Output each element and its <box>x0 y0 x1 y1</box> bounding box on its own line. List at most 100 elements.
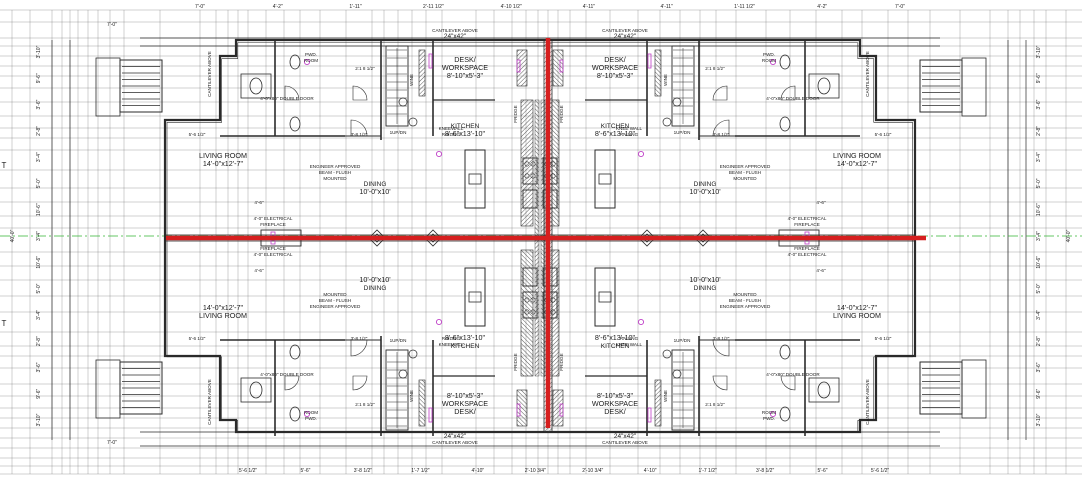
note-railing-2: RAILING <box>442 132 461 137</box>
kitchen-island <box>464 149 486 209</box>
right-dim: 10'-6" <box>1036 256 1042 269</box>
dim-stair-hall: 2:1 8 1/2" <box>355 402 375 407</box>
note-railing-2: RAILING <box>620 132 639 137</box>
room-label-desk-title: DESK/ <box>454 407 476 416</box>
dim-living-side: 4'-6" <box>816 200 826 205</box>
porch-stair-bottom-left <box>119 361 163 415</box>
top-dim: 7'-0" <box>895 4 905 10</box>
dim-living-side: 4'-6" <box>816 268 826 273</box>
room-label-powder-2: ROOM <box>304 58 318 63</box>
equipment-circle <box>408 117 418 127</box>
desk-wall <box>516 49 528 87</box>
burner <box>524 309 530 315</box>
fixture-accent <box>435 150 443 158</box>
label-wine: WINE <box>409 74 414 86</box>
note-fireplace-1: 4'-0" ELECTRICAL <box>254 252 293 257</box>
left-dim: 5'-0" <box>36 178 42 188</box>
stair-well <box>385 45 409 127</box>
room-label-living-title: LIVING ROOM <box>833 311 881 320</box>
note-beam-2: BEAM - FLUSH <box>319 170 351 175</box>
room-label-living-size: 14'-0"x12'-7" <box>837 303 878 312</box>
note-beam-3: MOUNTED <box>323 292 347 297</box>
room-label-desk-size: 8'-10"x5'-3" <box>447 391 484 400</box>
top-dim: 4'-2" <box>817 4 827 10</box>
note-railing-1: KNEE WALL <box>616 342 643 347</box>
burner <box>550 309 556 315</box>
dim-hall: 3'-8 1/2" <box>713 336 730 341</box>
right-dim: 3'-4" <box>1036 310 1042 320</box>
toilet <box>289 406 301 422</box>
room-label-dining-title: DINING <box>694 285 717 292</box>
bottom-dim: 1'-7 1/2" <box>698 468 717 474</box>
right-dim: 3'-6" <box>1036 362 1042 372</box>
left-dim: 2'-8" <box>36 126 42 136</box>
note-fireplace-2: FIREPLACE <box>794 222 820 227</box>
note-cantilever-top: CANTILEVER ABOVE <box>432 440 478 445</box>
door-swing <box>712 375 728 391</box>
label-wine: WINE <box>663 74 668 86</box>
door-swing <box>712 339 730 357</box>
left-dim: 5'-0" <box>36 283 42 293</box>
edge-letter: T <box>2 319 7 328</box>
kitchen-partition <box>520 99 534 227</box>
room-label-kitchen-size: 8'-6"x13'-10" <box>595 129 636 138</box>
unit-labels-bottom-left: DESK/WORKSPACE8'-10"x5'-3"KITCHEN8'-6"x1… <box>189 246 518 445</box>
exterior-wall <box>163 38 917 434</box>
dim-stair-hall: 2:1 8 1/2" <box>705 66 725 71</box>
door-swing <box>352 85 368 101</box>
note-railing-1: KNEE WALL <box>616 126 643 131</box>
room-label-powder-1: PWD. <box>305 52 317 57</box>
right-dim: 10'-6" <box>1036 203 1042 216</box>
door-swing <box>712 85 728 101</box>
window-marker <box>647 53 652 69</box>
room-label-desk-title: DESK/ <box>454 55 476 64</box>
note-railing-1: KNEEWALL <box>439 342 464 347</box>
note-fireplace-1: 4'-0" ELECTRICAL <box>788 252 827 257</box>
porch-landing <box>961 57 987 117</box>
note-beam-3: MOUNTED <box>733 176 757 181</box>
burner <box>524 173 530 179</box>
window-marker <box>516 59 521 73</box>
fixture-accent <box>303 410 311 418</box>
room-label-kitchen-title: KITCHEN <box>601 343 630 350</box>
left-dim: 9'-6" <box>36 389 42 399</box>
stair-well <box>671 349 695 431</box>
stair-well <box>671 45 695 127</box>
bottom-dim: 5'-6" <box>300 468 310 474</box>
note-beam-1: ENGINEER APPROVED <box>310 304 361 309</box>
left-dim: 2'-8" <box>36 336 42 346</box>
label-wine: WINE <box>409 390 414 402</box>
room-label-kitchen-title: KITCHEN <box>451 123 480 130</box>
door-swing <box>712 119 730 137</box>
bottom-dim: 2'-10 3/4" <box>525 468 546 474</box>
door-swing <box>352 375 368 391</box>
left-dim: 10'-6" <box>36 256 42 269</box>
kneewall <box>654 49 662 97</box>
kneewall <box>418 49 426 97</box>
window-marker <box>428 53 433 69</box>
right-dim: 9'-6" <box>1036 389 1042 399</box>
porch-landing <box>95 57 121 117</box>
toilet <box>779 116 791 132</box>
fixture-accent <box>637 318 645 326</box>
overall-depth-left: 40'-0" <box>10 229 16 242</box>
unit-labels-top-left: DESK/WORKSPACE8'-10"x5'-3"KITCHEN8'-6"x1… <box>189 28 518 227</box>
vanity <box>808 377 840 403</box>
bottom-dim: 4'-10" <box>644 468 657 474</box>
porch-landing <box>961 359 987 419</box>
room-label-desk-title2: WORKSPACE <box>442 63 488 72</box>
porch-width-bottom: 7'-0" <box>107 440 117 446</box>
equipment-circle <box>662 117 672 127</box>
note-fireplace-2: FIREPLACE <box>260 246 286 251</box>
burner <box>550 297 556 303</box>
top-dim: 4'-11" <box>660 4 673 10</box>
equipment-circle <box>408 349 418 359</box>
window-marker <box>559 59 564 73</box>
window-marker <box>516 403 521 417</box>
dim-living-side: 4'-6" <box>254 200 264 205</box>
equipment-circle <box>662 349 672 359</box>
room-label-powder-2: ROOM <box>762 410 776 415</box>
room-label-living-size: 14'-0"x12'-7" <box>203 303 244 312</box>
overall-depth-right: 40'-0" <box>1066 229 1072 242</box>
label-fridge: FRIDGE <box>513 353 518 370</box>
